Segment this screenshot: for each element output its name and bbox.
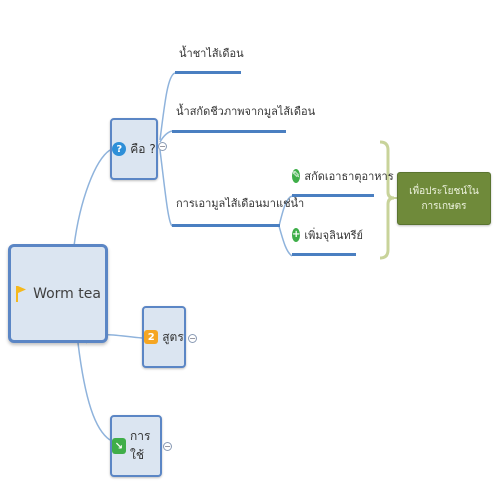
topic-usage-label: การใช้ — [129, 429, 151, 462]
subtopic-soak-manure[interactable]: การเอามูลไส้เดือนมาแช่น้ำ — [172, 183, 304, 227]
collapse-toggle-formula[interactable]: − — [188, 334, 197, 343]
topic-what[interactable]: ? คือ ? — [110, 118, 158, 180]
summary-result-label: เพื่อประโยชน์ในการเกษตร — [409, 185, 479, 212]
collapse-toggle-usage[interactable]: − — [163, 442, 172, 451]
link-root-what — [73, 149, 111, 247]
link-what-sub2 — [159, 130, 173, 143]
detail-extract-nutrients[interactable]: ✎ สกัดเอาธาตุอาหาร — [292, 159, 394, 197]
question-icon: ? — [112, 142, 127, 156]
collapse-toggle-what[interactable]: − — [158, 142, 167, 151]
topic-formula[interactable]: 2 สูตร — [142, 306, 186, 368]
link-what-sub1 — [159, 72, 176, 141]
subtopic-bio-extract-label: น้ำสกัดชีวภาพจากมูลไส้เดือน — [176, 104, 316, 118]
subtopic-soak-manure-label: การเอามูลไส้เดือนมาแช่น้ำ — [176, 196, 305, 210]
subtopic-worm-tea-label: น้ำชาไส้เดือน — [179, 46, 244, 60]
detail-add-microbes[interactable]: + เพิ่มจุลินทรีย์ — [292, 218, 363, 256]
detail-extract-nutrients-label: สกัดเอาธาตุอาหาร — [304, 169, 394, 183]
root-label: Worm tea — [33, 285, 101, 302]
topic-usage[interactable]: ↘ การใช้ — [110, 415, 162, 477]
pencil-icon: ✎ — [292, 168, 301, 183]
number-two-icon: 2 — [144, 330, 159, 344]
link-sub3-detail1 — [278, 195, 293, 227]
summary-result-node[interactable]: เพื่อประโยชน์ในการเกษตร — [397, 172, 491, 225]
plus-icon: + — [292, 227, 301, 242]
topic-formula-label: สูตร — [162, 329, 184, 344]
link-sub3-detail2 — [278, 225, 293, 257]
flag-icon — [16, 285, 27, 302]
detail-add-microbes-label: เพิ่มจุลินทรีย์ — [304, 228, 363, 242]
subtopic-worm-tea[interactable]: น้ำชาไส้เดือน — [175, 36, 244, 74]
subtopic-bio-extract[interactable]: น้ำสกัดชีวภาพจากมูลไส้เดือน — [172, 93, 315, 133]
root-node[interactable]: Worm tea — [8, 244, 108, 343]
topic-what-label: คือ ? — [130, 141, 156, 156]
arrow-icon: ↘ — [112, 438, 126, 454]
link-root-usage — [77, 342, 111, 441]
summary-bracket — [379, 140, 395, 260]
link-what-sub3 — [159, 149, 173, 227]
